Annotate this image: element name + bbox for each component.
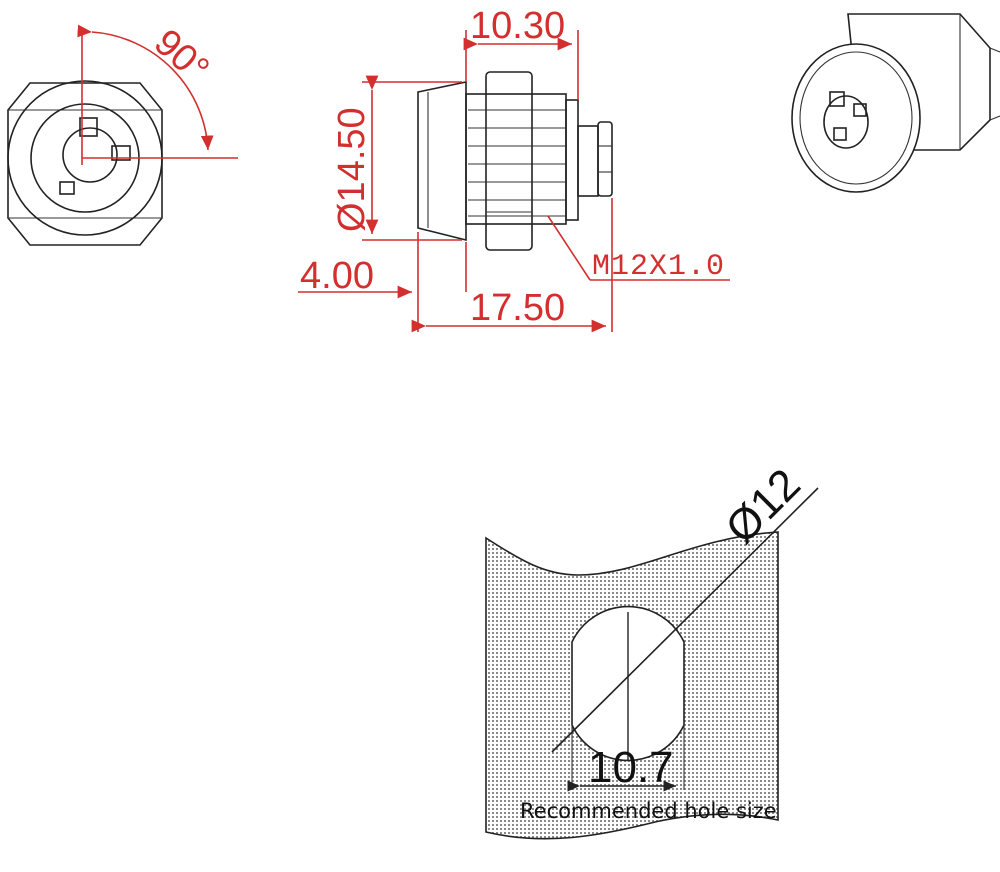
- flange-outline: [417, 81, 467, 242]
- dim-top: 10.30: [470, 5, 565, 47]
- side-washer: [565, 99, 579, 221]
- perspective-view: [791, 13, 1000, 193]
- side-view: 10.30 Ø14.50 4.00 M12X1.0 17.50: [298, 5, 730, 333]
- cam-tip: [597, 121, 613, 197]
- thread-lines: [468, 109, 566, 217]
- dim-diameter: Ø14.50: [331, 107, 373, 232]
- perspective-flange: [791, 43, 921, 193]
- front-view: 90°: [7, 21, 238, 246]
- angle-arc: [77, 24, 214, 151]
- perspective-key-slot: [829, 91, 845, 107]
- hole-caption: Recommended hole size: [520, 799, 777, 823]
- dim-length: 17.50: [470, 287, 565, 329]
- thread-body: [465, 93, 567, 225]
- perspective-key-cylinder: [823, 95, 869, 149]
- diameter-leader: [551, 487, 819, 753]
- thread-label: M12X1.0: [592, 250, 725, 284]
- cam-shaft: [577, 125, 599, 197]
- dim-flange: 4.00: [300, 255, 374, 297]
- hole-width-label: 10.7: [588, 743, 674, 792]
- side-hex-nut: [485, 71, 533, 251]
- angle-label: 90°: [146, 21, 217, 91]
- hole-view: Ø12 10.7 Recommended hole size: [485, 460, 819, 840]
